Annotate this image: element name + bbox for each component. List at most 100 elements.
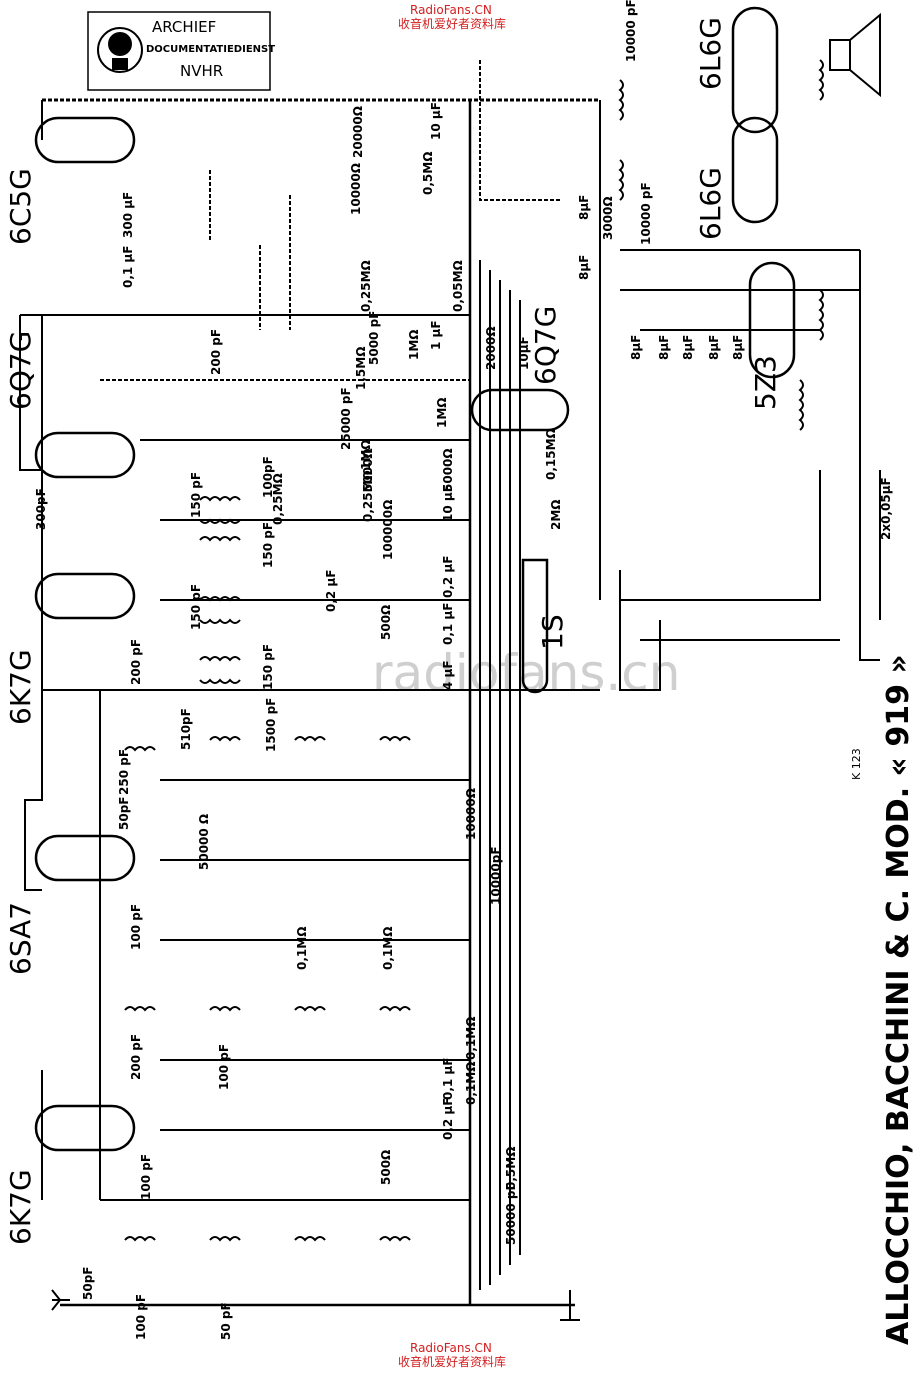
site-footer-sub: 收音机爱好者资料库 <box>398 1354 506 1369</box>
component-label: 0,2 µF <box>441 556 455 598</box>
component-label: 0,25MΩ <box>361 470 375 522</box>
watermark: radiofans.cn <box>372 644 680 702</box>
component-label: 100000Ω <box>381 500 395 560</box>
component-label: 0,2 µF <box>324 570 338 612</box>
component-label: 10000Ω <box>349 163 363 215</box>
component-label: 0,05MΩ <box>451 260 465 312</box>
component-labels: 20000Ω 10 µF 0,5MΩ 10000Ω 300 µF 0,1 µF … <box>34 0 893 1340</box>
component-label: 0,25MΩ <box>271 473 285 525</box>
antenna-icon <box>51 1289 70 1311</box>
component-label: 5000 pF <box>367 311 381 365</box>
component-label: 1MΩ <box>359 440 373 471</box>
component-label: 200 pF <box>129 1034 143 1080</box>
tube-label: 1S <box>536 614 569 650</box>
component-label: 20000Ω <box>351 106 365 158</box>
component-label: 0,1 µF <box>441 1058 455 1100</box>
component-label: 250 pF <box>117 749 131 795</box>
component-label: 2x0,05µF <box>879 477 893 540</box>
component-label: 150 pF <box>261 522 275 568</box>
component-label: 100 pF <box>217 1044 231 1090</box>
component-label: 0,1 µF <box>121 246 135 288</box>
component-label: 4 µF <box>441 660 455 690</box>
schematic-caption: ALLOCCHIO, BACCHINI & C. MOD. « 919 » <box>881 654 916 1345</box>
component-label: 1MΩ <box>435 398 449 429</box>
component-label: 0,15MΩ <box>544 428 558 480</box>
component-label: 100pF <box>261 456 275 498</box>
component-label: 510pF <box>179 708 193 750</box>
tube-label: 6K7G <box>4 1169 37 1245</box>
stamp-line-1: ARCHIEF <box>152 18 216 36</box>
component-label: 500Ω <box>379 1150 393 1185</box>
stamp-line-2: DOCUMENTATIEDIENST <box>146 44 275 55</box>
component-label: 150 pF <box>189 472 203 518</box>
component-label: 200 pF <box>209 329 223 375</box>
component-label: 0,1MΩ <box>464 1017 478 1060</box>
component-label: 50pF <box>117 797 131 831</box>
component-label: 10µF <box>517 336 531 370</box>
component-label: 50000 pF <box>504 1182 518 1245</box>
component-label: 0,5MΩ <box>504 1147 518 1190</box>
component-label: 1 µF <box>429 320 443 350</box>
if-transformers <box>199 59 824 684</box>
component-label: 10 µF <box>429 102 443 140</box>
site-footer: RadioFans.CN <box>410 1341 492 1355</box>
component-label: 8µF <box>707 335 721 360</box>
component-label: 300 µF <box>121 192 135 238</box>
component-label: 0,1 µF <box>441 603 455 645</box>
component-label: 3000Ω <box>601 196 615 240</box>
component-label: 25000 pF <box>339 387 353 450</box>
component-label: 8µF <box>731 335 745 360</box>
component-label: 10000Ω <box>464 788 478 840</box>
tube-label: 6SA7 <box>4 902 37 975</box>
wiring <box>19 60 881 1321</box>
site-header-sub: 收音机爱好者资料库 <box>398 16 506 31</box>
component-label: 5000Ω <box>361 448 375 492</box>
tube-label: 6C5G <box>4 168 37 245</box>
tube-label: 6K7G <box>4 649 37 725</box>
component-label: 8µF <box>577 195 591 220</box>
component-label: 8µF <box>681 335 695 360</box>
archive-stamp: ARCHIEF DOCUMENTATIEDIENST NVHR <box>87 11 275 91</box>
component-label: 10000pF <box>489 846 503 905</box>
tube-envelopes <box>34 6 796 1152</box>
component-label: 100 pF <box>139 1154 153 1200</box>
component-label: 0,1MΩ <box>295 927 309 970</box>
tube-label: 5Z3 <box>749 355 782 410</box>
stamp-line-3: NVHR <box>180 62 223 80</box>
component-label: 2000Ω <box>484 326 498 370</box>
site-header: RadioFans.CN <box>410 3 492 17</box>
component-label: 10 µF <box>441 484 455 522</box>
tube-label: 6L6G <box>694 167 727 240</box>
component-label: 5000Ω <box>441 448 455 492</box>
tube-label: 6Q7G <box>529 306 562 385</box>
tube-label: 6Q7G <box>4 331 37 410</box>
component-label: 300pF <box>34 488 48 530</box>
component-label: 1500 pF <box>264 698 278 752</box>
component-label: 0,25MΩ <box>359 260 373 312</box>
component-label: 100 pF <box>134 1294 148 1340</box>
component-label: 50000 Ω <box>197 814 211 870</box>
loudspeaker-icon <box>829 12 881 98</box>
component-label: 8µF <box>629 335 643 360</box>
component-label: 150 pF <box>189 584 203 630</box>
component-label: 8µF <box>657 335 671 360</box>
schematic-code: K 123 <box>850 748 863 780</box>
component-label: 10000 pF <box>639 182 653 245</box>
component-label: 10000 pF <box>624 0 638 62</box>
component-label: 200 pF <box>129 639 143 685</box>
component-label: 1MΩ <box>407 330 421 361</box>
component-label: 2MΩ <box>549 500 563 531</box>
component-label: 1,5MΩ <box>354 347 368 390</box>
component-label: 500Ω <box>379 605 393 640</box>
tube-label: 6L6G <box>694 17 727 90</box>
component-label: 50pF <box>81 1267 95 1301</box>
component-label: 0,5MΩ <box>421 152 435 195</box>
component-label: 8µF <box>577 255 591 280</box>
component-label: 100 pF <box>129 904 143 950</box>
component-label: 150 pF <box>261 644 275 690</box>
rf-coils <box>124 736 411 1242</box>
tube-labels: 6C5G 6Q7G 6K7G 6SA7 6K7G 6L6G 6L6G 6Q7G … <box>4 17 782 1245</box>
component-label: 0,2 µF <box>441 1098 455 1140</box>
component-label: 0,1MΩ <box>464 1062 478 1105</box>
